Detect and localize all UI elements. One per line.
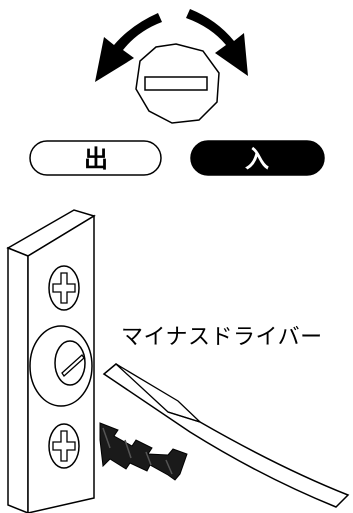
adjust-arrow-icon bbox=[99, 422, 188, 481]
rotate-right-arrow-icon bbox=[186, 9, 248, 76]
screwdriver-icon bbox=[102, 363, 350, 508]
toggle-off-label: 出 bbox=[84, 145, 108, 173]
wall-plate bbox=[6, 209, 96, 513]
plate-side-face bbox=[7, 246, 29, 513]
toggle-off-pill: 出 bbox=[29, 140, 162, 176]
toggle-on-pill: 入 bbox=[190, 140, 325, 176]
phillips-screw-icon bbox=[48, 265, 80, 311]
screw-slot bbox=[144, 76, 208, 91]
slotted-screw-icon bbox=[29, 325, 93, 407]
rotation-indicator bbox=[95, 9, 248, 124]
phillips-screw-icon bbox=[48, 423, 80, 469]
toggle-on-label: 入 bbox=[245, 145, 269, 173]
rotate-left-arrow-icon bbox=[95, 13, 162, 82]
screwdriver-label: マイナスドライバー bbox=[121, 325, 323, 350]
